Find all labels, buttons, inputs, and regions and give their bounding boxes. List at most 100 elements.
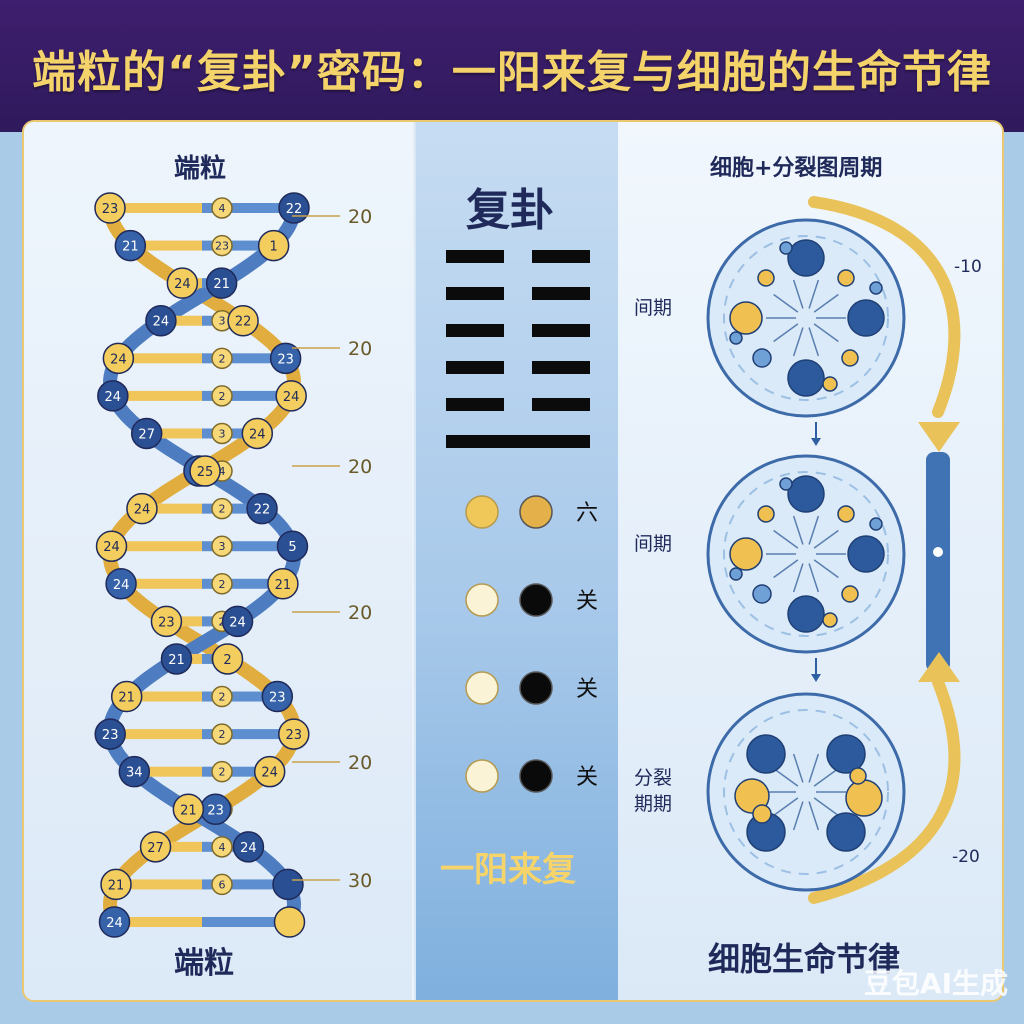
spindle-fiber bbox=[813, 559, 839, 579]
bead-right-number: 21 bbox=[118, 691, 135, 706]
bead-right bbox=[130, 417, 163, 450]
bead-right-number: 25 bbox=[197, 465, 214, 480]
rung-bead bbox=[211, 573, 233, 595]
yao-circle-right bbox=[519, 759, 553, 793]
organelle bbox=[729, 537, 763, 571]
bead-right-number: 21 bbox=[168, 653, 185, 668]
yao-circle-left bbox=[465, 759, 499, 793]
bead-right-number: 34 bbox=[126, 766, 143, 781]
bead-left-number: 24 bbox=[113, 578, 130, 593]
rung-number: 2 bbox=[219, 503, 226, 516]
stage-label: 间期 bbox=[634, 297, 672, 319]
bead-left bbox=[211, 643, 244, 675]
bead-right-number: 24 bbox=[240, 841, 257, 856]
scale-label: 20 bbox=[348, 602, 372, 624]
bead-left-number: 23 bbox=[286, 728, 303, 743]
bead-left-number: 24 bbox=[261, 766, 278, 781]
yao-row: 六 bbox=[465, 495, 598, 529]
yao-label: 关 bbox=[576, 765, 598, 790]
organelle bbox=[869, 281, 883, 295]
organelle bbox=[841, 349, 859, 367]
bead-right-number: 24 bbox=[153, 315, 170, 330]
hexagram-title: 复卦 bbox=[466, 185, 554, 236]
spindle-fiber bbox=[813, 323, 839, 343]
bead-right bbox=[267, 568, 299, 600]
organelle bbox=[822, 376, 838, 392]
rung-gold bbox=[160, 315, 202, 326]
rung-number: 2 bbox=[219, 352, 226, 365]
spindle-fiber bbox=[813, 797, 839, 817]
yao-circle-left bbox=[465, 495, 499, 529]
bead-right bbox=[118, 755, 151, 788]
rung-blue bbox=[202, 203, 294, 213]
hexagram-panel: 复卦 六关关关 一阳来复 bbox=[414, 122, 620, 1000]
bead-left bbox=[126, 492, 158, 525]
yin-line-right bbox=[532, 361, 590, 374]
cell-cycle-title: 细胞+分裂图周期 bbox=[710, 156, 883, 181]
rung-bead bbox=[211, 422, 233, 445]
scale-label: 20 bbox=[348, 456, 372, 478]
cell bbox=[706, 454, 906, 654]
stage-label: 间期 bbox=[634, 533, 672, 555]
spindle-fiber bbox=[808, 279, 820, 309]
scale-bottom-label: -20 bbox=[952, 847, 980, 867]
organelle bbox=[837, 505, 855, 523]
cell-rhythm-label: 细胞生命节律 bbox=[708, 940, 901, 978]
organelle bbox=[869, 517, 883, 531]
bead-right-number: 27 bbox=[138, 427, 155, 442]
bead-right bbox=[110, 680, 143, 713]
spindle-fiber bbox=[773, 529, 799, 549]
rung-number: 2 bbox=[219, 728, 226, 741]
yao-row: 关 bbox=[465, 583, 598, 617]
bead-left-number: 24 bbox=[174, 277, 191, 292]
rung-gold bbox=[126, 691, 202, 702]
organelle bbox=[837, 269, 855, 287]
spindle-fiber bbox=[792, 801, 804, 831]
rung-bead bbox=[211, 873, 233, 896]
rung-gold bbox=[111, 541, 202, 552]
rung-bead bbox=[211, 685, 233, 708]
rung-gold bbox=[116, 879, 202, 890]
cycle-arrowhead-bottom bbox=[918, 652, 960, 682]
bead-right-number: 21 bbox=[213, 277, 230, 292]
bead-left bbox=[114, 229, 147, 262]
yao-row: 关 bbox=[465, 671, 598, 705]
yao-circle-left bbox=[465, 583, 499, 617]
rung-blue bbox=[202, 766, 270, 777]
base-pair: 24 bbox=[98, 906, 306, 938]
rung-blue bbox=[202, 917, 290, 927]
rung-gold bbox=[121, 578, 202, 589]
organelle bbox=[752, 348, 772, 368]
diagram-frame: 端粒 端粒 4232223211224213222422324224243242… bbox=[22, 120, 1004, 1002]
bead-right bbox=[94, 718, 126, 750]
stage-label: 期期 bbox=[634, 793, 672, 815]
organelle bbox=[729, 331, 743, 345]
cycle-arrowhead-top bbox=[918, 422, 960, 452]
telomere-bottom-label: 端粒 bbox=[174, 946, 234, 981]
bead-left bbox=[166, 267, 199, 299]
organelle bbox=[822, 612, 838, 628]
bead-right bbox=[276, 530, 309, 562]
bead-left bbox=[105, 568, 137, 600]
bead-right bbox=[272, 868, 304, 901]
bead-left bbox=[241, 417, 274, 450]
bead-left-number: 27 bbox=[147, 841, 164, 856]
spindle-fiber bbox=[792, 515, 804, 545]
rung-gold bbox=[110, 203, 202, 213]
rung-number: 2 bbox=[219, 578, 226, 591]
bead-right-number: 22 bbox=[254, 503, 271, 518]
rung-number: 3 bbox=[219, 315, 226, 328]
spindle-fiber bbox=[773, 323, 799, 343]
bead-left-number: 23 bbox=[277, 352, 294, 367]
organelle bbox=[845, 779, 883, 817]
yin-line-right bbox=[532, 398, 590, 411]
bead-right bbox=[160, 643, 193, 675]
scale-label: 20 bbox=[348, 206, 372, 228]
